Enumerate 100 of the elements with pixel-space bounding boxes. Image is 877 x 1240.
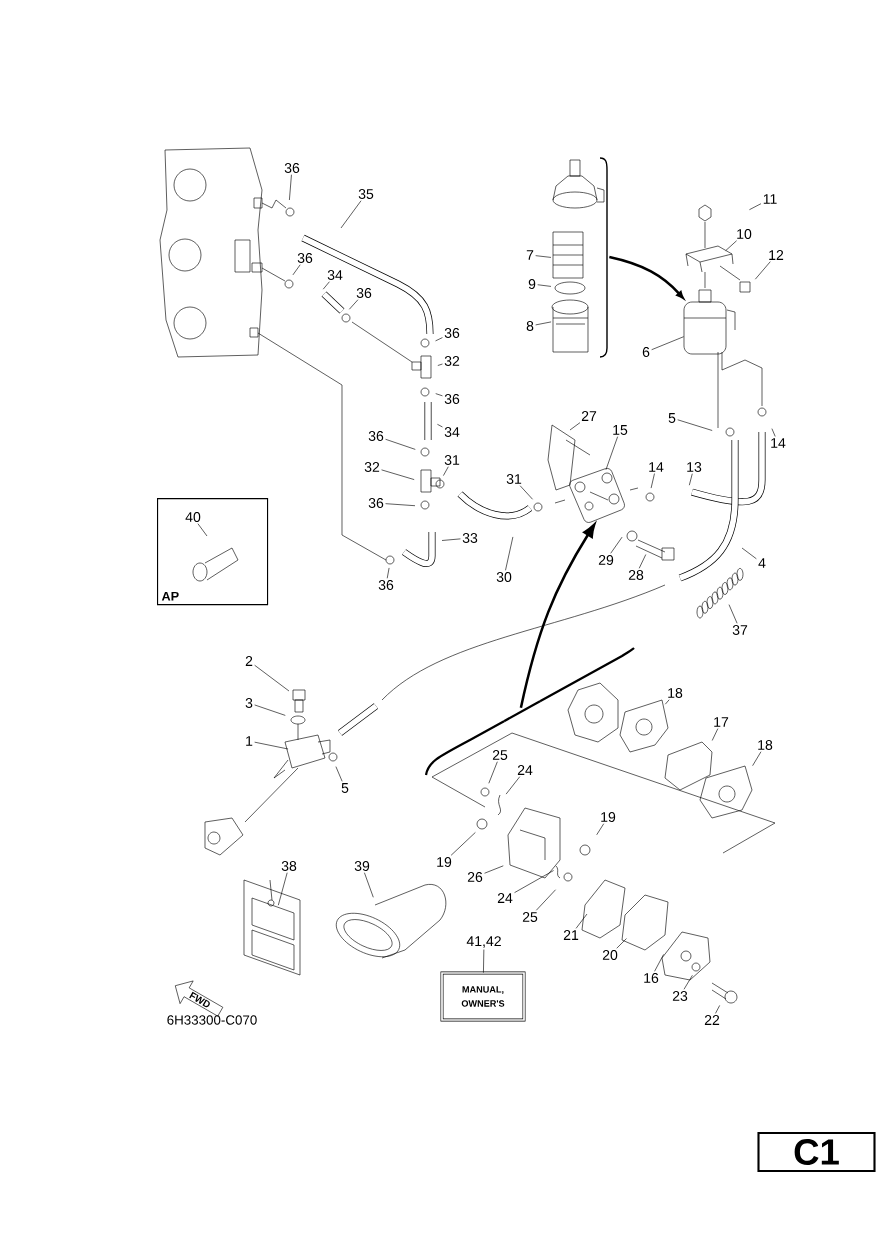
callout-number: 14 [771, 438, 786, 448]
callout-number: 26 [467, 872, 483, 882]
leader-line [386, 567, 390, 579]
callout-number: 13 [687, 462, 702, 472]
callout-number: 31 [506, 474, 522, 484]
leader-line [292, 264, 301, 276]
leader-line [650, 473, 655, 489]
callout-number: 37 [732, 625, 748, 635]
callout-number: 11 [763, 194, 777, 204]
manual-label: MANUAL, OWNER'S [440, 971, 526, 1022]
leader-line [278, 872, 288, 906]
callout-number: 34 [327, 270, 343, 280]
leader-line [519, 485, 533, 500]
callout-number: 10 [737, 229, 752, 239]
callout-number: 39 [354, 861, 370, 871]
leader-line [638, 554, 647, 569]
callout-number: 15 [613, 425, 628, 435]
page-number-box: C1 [757, 1131, 876, 1173]
leader-line [435, 337, 443, 342]
callout-number: 5 [668, 413, 676, 423]
callout-number: 28 [628, 570, 644, 580]
leader-line [575, 913, 588, 929]
callout-number: 5 [341, 783, 349, 793]
callout-number: 35 [358, 189, 374, 199]
callout-number: 36 [368, 498, 384, 508]
leader-line [484, 865, 504, 874]
leader-line [435, 393, 443, 397]
leader-line [715, 1005, 720, 1014]
callout-number: 29 [598, 555, 614, 565]
leader-line [254, 741, 289, 750]
callout-number: 1 [246, 736, 253, 746]
leader-line [537, 284, 552, 287]
leader-line [441, 538, 461, 541]
callout-number: 17 [714, 717, 729, 727]
leader-line [335, 766, 343, 782]
callout-number: 19 [601, 812, 616, 822]
leader-line [450, 832, 476, 856]
callout-number: 32 [444, 356, 460, 366]
leader-line [677, 419, 713, 431]
callout-number: 18 [668, 688, 683, 698]
leader-line [483, 949, 485, 973]
callout-number: 36 [378, 580, 394, 590]
callout-number: 23 [672, 991, 688, 1001]
callout-number: 30 [496, 572, 512, 582]
leader-line [741, 547, 757, 560]
leader-line [605, 436, 618, 470]
callout-number: 36 [356, 288, 372, 298]
fuel-filter-drawing [683, 289, 736, 355]
callout-number: 32 [364, 462, 380, 472]
callout-number: 24 [497, 893, 513, 903]
fuel-pump-drawing [554, 468, 639, 523]
leader-line [340, 200, 362, 229]
leader-line [381, 469, 415, 480]
leader-line [749, 203, 762, 211]
leader-line [322, 281, 330, 290]
callout-number: 14 [649, 462, 664, 472]
leader-line [711, 728, 719, 741]
callout-number: 41,42 [466, 936, 501, 948]
callout-number: 8 [526, 321, 534, 331]
callout-number: 25 [492, 750, 508, 760]
leader-line [385, 503, 416, 507]
leader-line [254, 704, 286, 716]
callout-number: 36 [368, 431, 384, 441]
leader-line [689, 473, 693, 486]
leader-line [443, 466, 449, 476]
callout-number: 20 [602, 950, 618, 960]
leader-line [683, 975, 693, 990]
callout-number: 6 [642, 347, 650, 357]
leader-line [385, 438, 416, 450]
leader-line [755, 261, 771, 280]
callout-number: 36 [284, 163, 300, 173]
callout-number: 27 [581, 411, 597, 421]
leader-line [505, 536, 514, 571]
leader-line [535, 321, 552, 326]
callout-number: 24 [517, 765, 533, 775]
callout-number: 16 [644, 973, 659, 983]
leader-line [364, 872, 374, 898]
callout-number: 19 [437, 857, 452, 867]
callout-number: 31 [444, 455, 460, 465]
callout-number: 21 [563, 930, 579, 940]
leader-line [771, 428, 776, 437]
leader-line [437, 363, 443, 366]
callout-number: 4 [758, 558, 766, 568]
leader-line [505, 776, 521, 795]
callout-number: 36 [444, 328, 460, 338]
bracket [599, 157, 608, 358]
leader-line [349, 299, 359, 310]
leader-line [728, 604, 738, 624]
callout-number: 25 [522, 912, 538, 922]
callout-number: 34 [444, 427, 460, 437]
leader-line [197, 523, 208, 537]
leader-line [616, 938, 627, 949]
leader-line [289, 174, 292, 201]
callout-number: 22 [704, 1015, 720, 1025]
leader-line [535, 255, 552, 258]
callout-number: 36 [444, 394, 460, 404]
leader-line [535, 889, 556, 911]
leader-line [651, 336, 684, 351]
callout-number: 7 [526, 250, 534, 260]
callout-number: 9 [528, 279, 536, 289]
